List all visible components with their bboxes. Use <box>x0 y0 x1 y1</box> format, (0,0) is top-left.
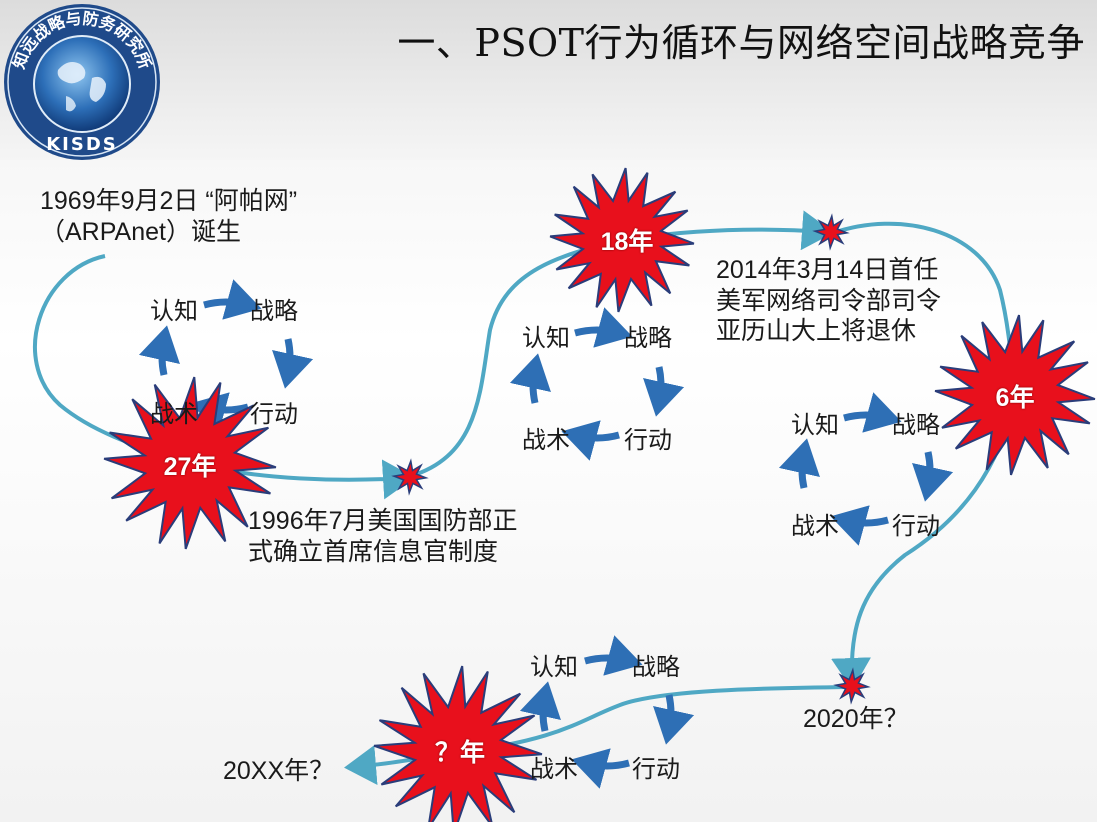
event-arpanet: 1969年9月2日 “阿帕网” （ARPAnet）诞生 <box>40 186 297 247</box>
page-title: 一、PSOT行为循环与网络空间战略竞争 <box>397 21 1085 65</box>
star-18-years <box>549 167 695 313</box>
timeline-path-3 <box>410 238 623 478</box>
cycle4-action: 行动 <box>632 756 680 783</box>
star-6-years <box>934 314 1096 476</box>
event-star-2014 <box>812 213 850 251</box>
cycle1-action: 行动 <box>250 401 298 428</box>
globe-icon <box>33 35 131 133</box>
star-label-6: 6年 <box>995 384 1035 412</box>
cycle3-action: 行动 <box>892 513 940 540</box>
event-cybercom-line1: 2014年3月14日首任 <box>716 256 939 284</box>
cycle1-cognition: 认知 <box>150 298 198 325</box>
event-2020: 2020年？ <box>803 705 909 733</box>
timeline-path-7 <box>459 685 853 754</box>
cycle2-strategy: 战略 <box>624 325 672 352</box>
header-band <box>0 0 1097 160</box>
cycle3-cognition: 认知 <box>791 412 839 439</box>
event-cybercom-line3: 亚历山大上将退休 <box>716 317 917 345</box>
star-27-years <box>103 376 277 550</box>
cycle3-tactics: 战术 <box>791 513 839 540</box>
cycle4-tactics: 战术 <box>530 756 578 783</box>
cycle2-tactics: 战术 <box>522 427 570 454</box>
cycle4-cognition: 认知 <box>530 654 578 681</box>
cycle1-tactics: 战术 <box>150 401 198 428</box>
event-20xx: 20XX年？ <box>223 757 335 785</box>
event-cio-line1: 1996年7月美国国防部正 <box>248 507 518 535</box>
cycle3-strategy: 战略 <box>892 412 940 439</box>
event-cio-line2: 式确立首席信息官制度 <box>248 537 499 566</box>
cycle2-cognition: 认知 <box>522 325 570 352</box>
cycle2-action: 行动 <box>624 427 672 454</box>
event-cio: 1996年7月美国国防部正 式确立首席信息官制度 <box>248 506 518 567</box>
kisds-logo: 知远战略与防务研究所 KISDS <box>4 4 160 160</box>
event-arpanet-line1: 1969年9月2日 “阿帕网” <box>40 187 298 215</box>
star-label-18: 18年 <box>600 228 654 256</box>
star-unknown-years <box>373 665 543 822</box>
logo-abbr: KISDS <box>46 134 118 155</box>
event-cybercom-line2: 美军网络司令部司令 <box>716 286 942 315</box>
event-star-2020 <box>833 667 871 705</box>
cycle1-strategy: 战略 <box>250 298 298 325</box>
event-star-1996 <box>391 458 429 496</box>
star-label-unknown: ？年 <box>434 739 486 767</box>
event-arpanet-line2: （ARPAnet）诞生 <box>40 217 241 246</box>
cycle4-strategy: 战略 <box>632 654 680 681</box>
event-cybercom: 2014年3月14日首任 美军网络司令部司令 亚历山大上将退休 <box>716 255 941 347</box>
star-label-27: 27年 <box>163 453 217 481</box>
